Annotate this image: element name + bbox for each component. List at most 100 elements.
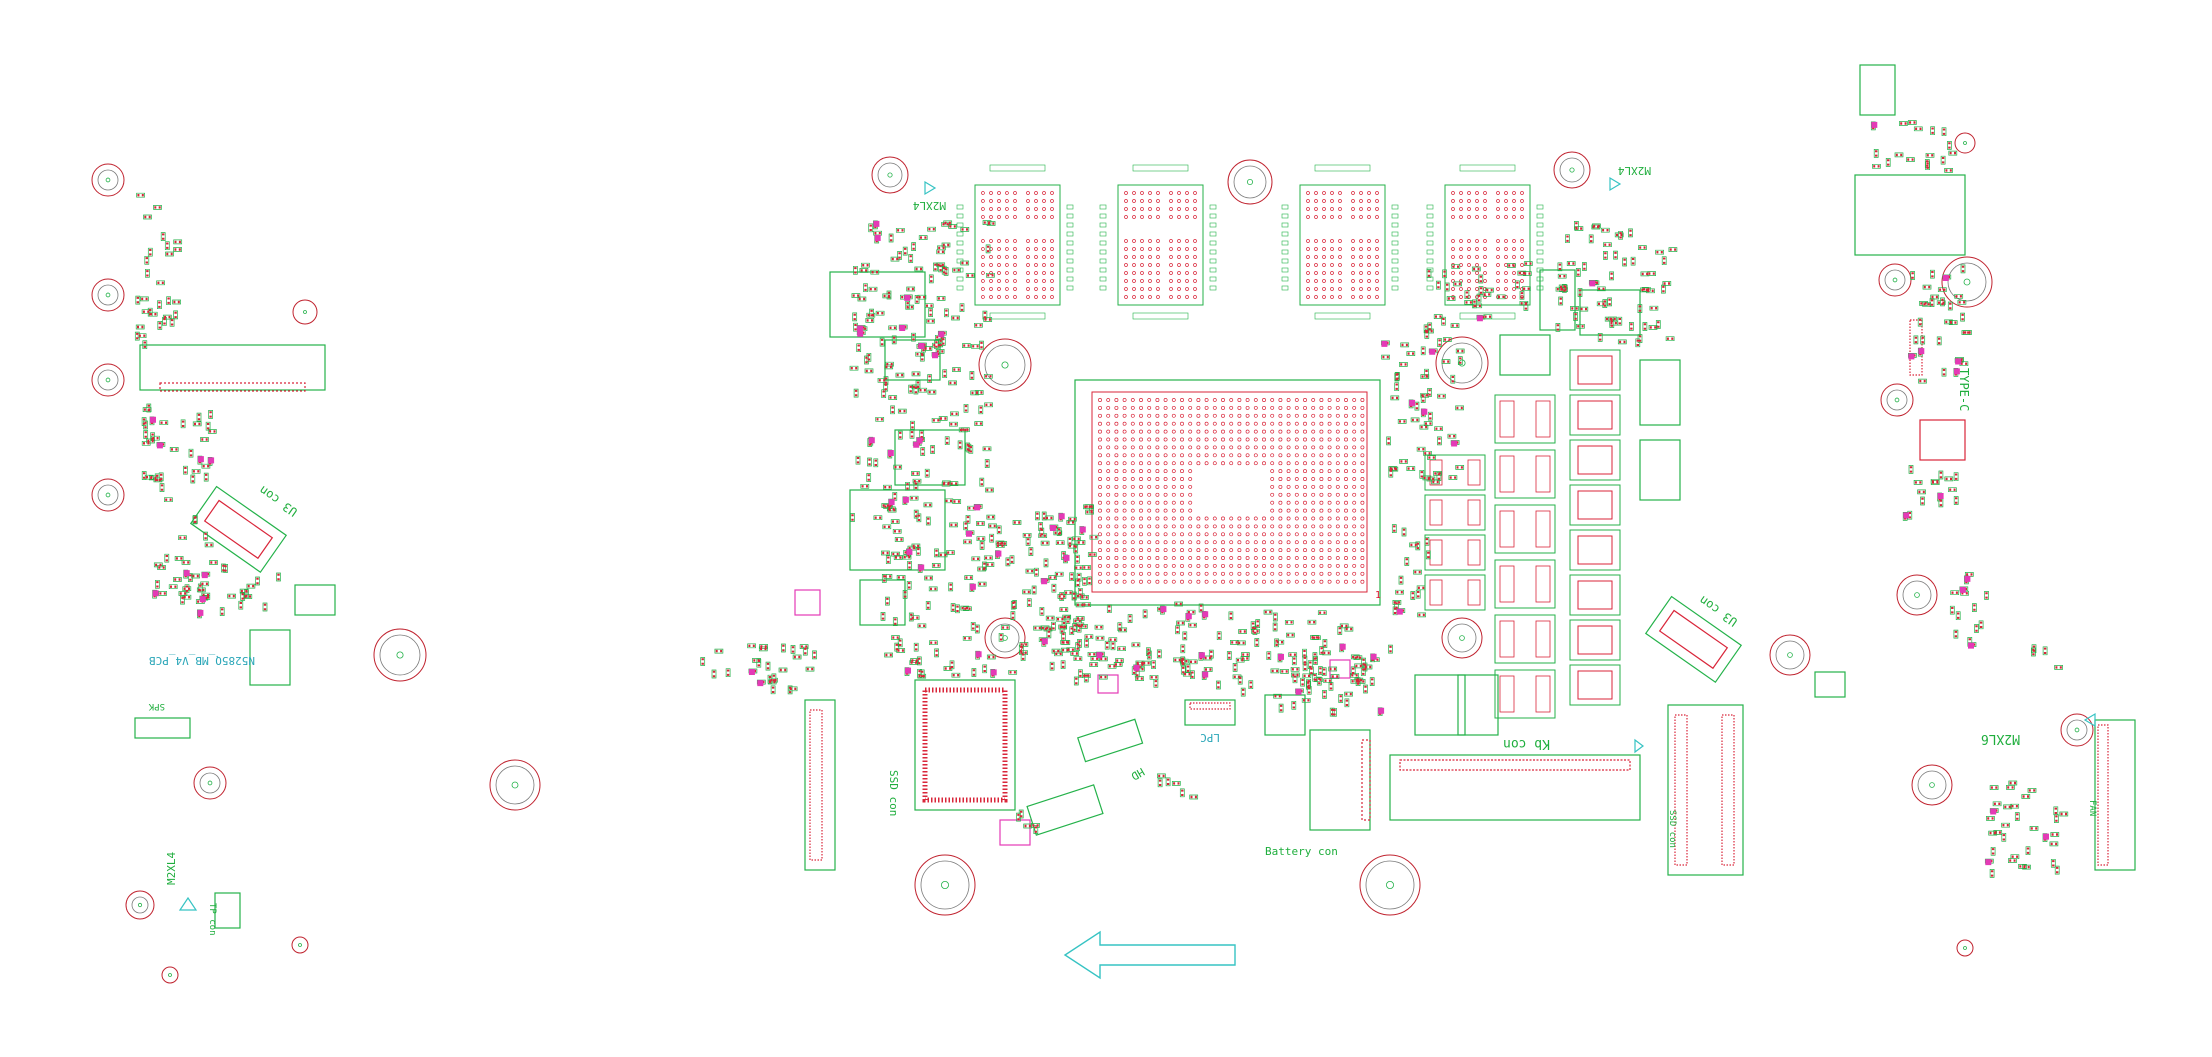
- chip-b: [894, 429, 966, 486]
- vrm-choke: [1494, 669, 1556, 719]
- vrm-cap-4: [1639, 359, 1681, 426]
- mount-label-bottom-right: M2XL6: [1981, 731, 2020, 746]
- mount-label-top-left: M2XL4: [913, 199, 946, 212]
- kb-connector-pins: [1399, 759, 1631, 771]
- vrm-choke: [1494, 504, 1556, 554]
- lower-chip-a: [1264, 694, 1306, 736]
- mounting-hole: [91, 163, 125, 197]
- left-board-chip-2: [294, 584, 336, 616]
- vrm-choke: [1494, 449, 1556, 499]
- usb-c-chip: [1919, 419, 1966, 461]
- ssd-left-label: SSD con: [887, 770, 900, 816]
- vrm-choke: [1494, 559, 1556, 609]
- vrm-phase: [1569, 439, 1621, 481]
- passive-pads: [136, 121, 2068, 877]
- fan-connector: [1814, 671, 1846, 698]
- mounting-hole: [1441, 617, 1483, 659]
- battery-connector-pins: [1361, 739, 1371, 821]
- mounting-hole: [373, 628, 427, 682]
- main-board-outline: [185, 165, 2150, 885]
- vrm-phase: [1569, 529, 1621, 571]
- mounting-hole: [1553, 151, 1591, 189]
- right-end-connector-pins: [2097, 724, 2109, 866]
- mounting-hole: [161, 966, 179, 984]
- usb-left-connector: [189, 485, 288, 574]
- cpu-pin1-label: 1: [1375, 590, 1381, 601]
- mounting-hole: [91, 363, 125, 397]
- kb-con-label: Kb con: [1503, 736, 1550, 751]
- mount-label-bottom-left: M2XL4: [165, 852, 178, 885]
- lpc-label: LPC: [1200, 731, 1220, 744]
- vrm-choke-small: [1424, 574, 1486, 611]
- tp-connector: [214, 892, 241, 929]
- passive-components: [134, 120, 2069, 878]
- mounting-hole: [1878, 263, 1912, 297]
- mounting-hole: [871, 156, 909, 194]
- hdd-connector-2: [1026, 784, 1104, 836]
- mounting-hole: [984, 617, 1026, 659]
- vrm-phases: [1424, 349, 1621, 719]
- ssd-right-slot: [1667, 704, 1744, 876]
- left-board-connector: [139, 344, 326, 391]
- vrm-phase: [1569, 619, 1621, 661]
- lower-cap-b: [1457, 674, 1499, 736]
- vrm-phase: [1569, 484, 1621, 526]
- memory-chip: [1099, 164, 1217, 320]
- ssd-right-slot-pins-b: [1721, 714, 1735, 866]
- large-inductor: [849, 489, 946, 571]
- usb-right-label: U3 con: [1697, 593, 1741, 629]
- right-board-main-connector: [1854, 174, 1966, 256]
- vrm-cap-5: [1639, 439, 1681, 501]
- memory-chips: [956, 164, 1544, 320]
- mounting-hole: [1359, 854, 1421, 916]
- chip-c: [884, 339, 941, 381]
- mounting-hole: [193, 766, 227, 800]
- vrm-choke-small: [1424, 534, 1486, 571]
- mounting-hole: [1227, 159, 1273, 205]
- mounting-hole: [291, 936, 309, 954]
- silkscreen-labels: N5285Q_MB_V4_PCB M2XL4 M2XL4 M2XL4 M2XL6…: [148, 164, 2097, 936]
- vrm-cap-1: [1539, 269, 1576, 331]
- left-arrow-icon: [1063, 930, 1236, 980]
- mounting-hole: [978, 338, 1032, 392]
- right-end-connector: [2094, 719, 2136, 871]
- top-left-inductor: [829, 271, 926, 338]
- lpc-connector: [1184, 699, 1236, 726]
- right-board-outline: [1845, 42, 2085, 665]
- ssd-right-slot-pins-a: [1674, 714, 1688, 866]
- right-board-top-connector: [1859, 64, 1896, 116]
- vrm-phase: [1569, 349, 1621, 391]
- vrm-phase: [1569, 394, 1621, 436]
- left-board-outline: [90, 160, 345, 950]
- mounting-hole: [1911, 764, 1953, 806]
- left-board-connector-pins: [159, 382, 306, 392]
- ssd-left-slot: [804, 699, 836, 871]
- mounting-hole: [1880, 383, 1914, 417]
- vrm-choke-small: [1424, 454, 1486, 491]
- passive-outlines: [134, 120, 2069, 878]
- fan-label: FAN: [2087, 800, 2097, 816]
- usb-c-label: TYPE-C: [1957, 368, 1971, 411]
- pink-chip-2: [1097, 674, 1119, 694]
- hdd-connector: [1077, 718, 1144, 763]
- mounting-hole: [1954, 132, 1976, 154]
- spk-connector: [134, 717, 191, 739]
- pink-chip-4: [794, 589, 821, 616]
- vrm-choke-small: [1424, 494, 1486, 531]
- mounting-hole: [292, 299, 318, 325]
- mounting-hole: [489, 759, 541, 811]
- triangle-icon: [178, 176, 2096, 911]
- mounting-hole: [1769, 634, 1811, 676]
- mounting-hole: [2060, 713, 2094, 747]
- memory-chip: [1281, 164, 1399, 320]
- ssd-right-label: SSD con: [1667, 810, 1677, 848]
- usb-right-connector: [1644, 595, 1743, 684]
- pink-chip: [999, 819, 1031, 846]
- hdd-label: HD: [1129, 765, 1147, 783]
- right-ssd-outline: [1955, 700, 2150, 885]
- ec-chip: [914, 679, 1016, 811]
- battery-connector: [1309, 729, 1371, 831]
- mounting-holes: [91, 132, 2094, 984]
- memory-chip: [956, 164, 1074, 320]
